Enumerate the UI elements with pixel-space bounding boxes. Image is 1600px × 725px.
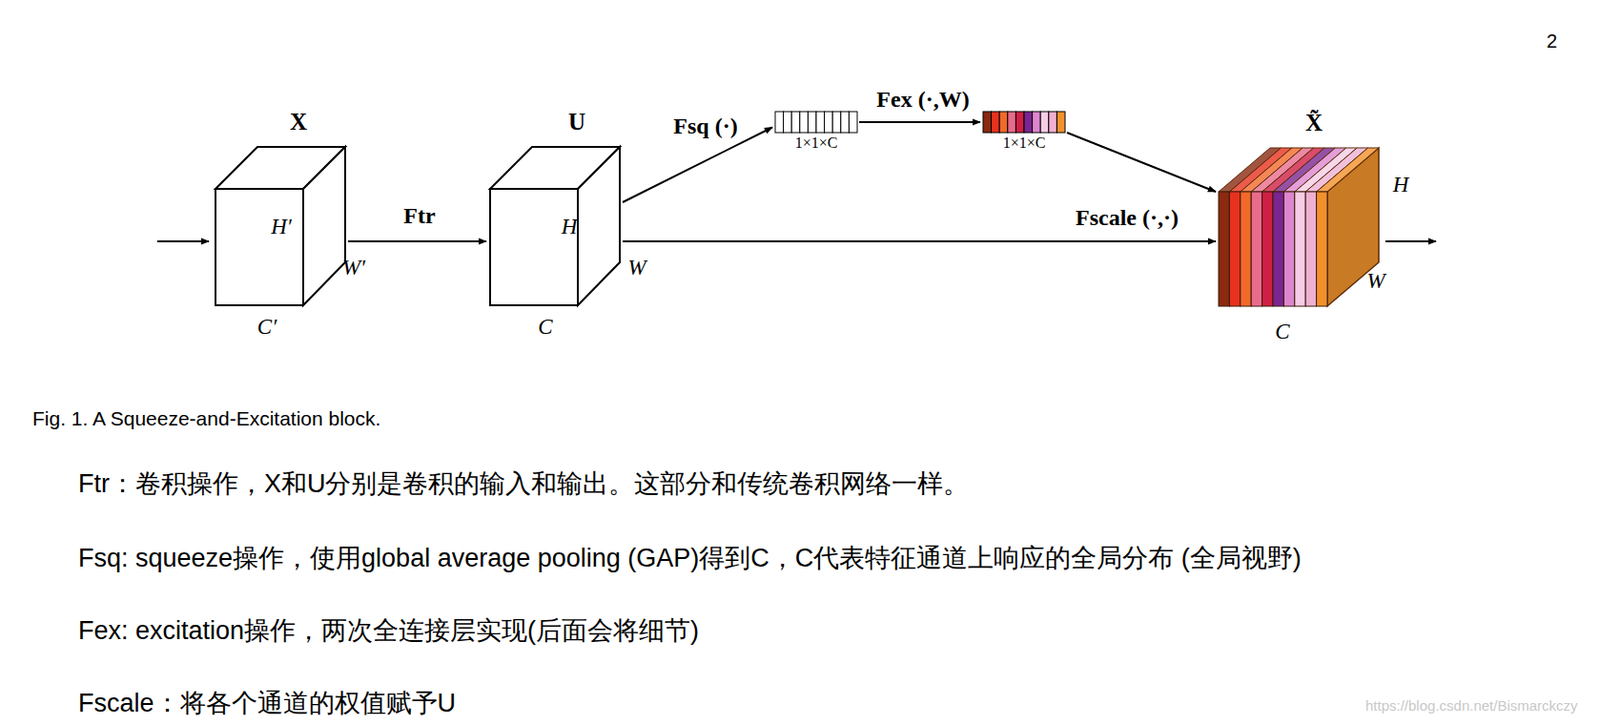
- cube-front-stripe: [1251, 191, 1262, 307]
- dimension-label: 1×1×C: [1003, 134, 1047, 152]
- cube-front-stripe: [1262, 191, 1273, 307]
- width-label: W′: [342, 255, 366, 281]
- watermark: https://blog.csdn.net/Bismarckczy: [1365, 697, 1579, 714]
- vector-cell: [1024, 111, 1033, 133]
- operation-label: Ftr: [400, 203, 438, 229]
- note-line: Ftr：卷积操作，X和U分别是卷积的输入和输出。这部分和传统卷积网络一样。: [78, 466, 970, 501]
- vector-cell: [841, 111, 850, 133]
- vector-cell: [999, 111, 1008, 133]
- input-arrow: [157, 240, 209, 243]
- node-shape: [775, 111, 858, 133]
- cube-front: [215, 188, 304, 306]
- cube-front-stripe: [1240, 191, 1252, 307]
- tensor-name: U: [568, 108, 586, 136]
- vector-cell: [1040, 111, 1049, 133]
- vector-cell: [1032, 111, 1042, 133]
- channel-label: C′: [257, 314, 277, 340]
- cube-front: [490, 188, 578, 306]
- cube-front-stripe: [1316, 191, 1328, 307]
- channel-vector: 1×1×C: [983, 111, 1066, 133]
- height-label: H: [1393, 172, 1410, 198]
- vector-cell: [1007, 111, 1017, 133]
- vector-cell: [1056, 111, 1066, 133]
- note-line: Fex: excitation操作，两次全连接层实现(后面会将细节): [78, 613, 699, 648]
- output-arrow: [1385, 240, 1436, 243]
- vector-cell: [816, 111, 825, 133]
- node-shape: [1218, 147, 1379, 307]
- feature-map-cube: UHWC: [489, 145, 621, 307]
- operation-label: Fex (·,W): [873, 86, 972, 113]
- channel-label: C: [537, 314, 553, 340]
- cube-side: [577, 146, 620, 306]
- feature-map-cube: X̃HWC: [1218, 147, 1379, 307]
- note-line: Fscale：将各个通道的权值赋予U: [78, 685, 456, 720]
- vector-cell: [1015, 111, 1025, 133]
- figure-caption: Fig. 1. A Squeeze-and-Excitation block.: [32, 407, 381, 431]
- vector-cell: [1048, 111, 1058, 133]
- channel-label: C: [1274, 319, 1290, 345]
- vector-cell: [783, 111, 793, 133]
- cube-front-stripe: [1272, 191, 1284, 307]
- cube-top-stripe: [1316, 147, 1379, 192]
- vector-cell: [991, 111, 1001, 133]
- vector-cell: [791, 111, 800, 133]
- node-shape: [489, 145, 621, 307]
- vector-cell: [983, 111, 992, 133]
- width-label: W: [627, 255, 646, 281]
- cube-front-stripe: [1283, 191, 1294, 307]
- vector-cell: [824, 111, 834, 133]
- note-line: Fsq: squeeze操作，使用global average pooling …: [78, 540, 1302, 575]
- vector-cell: [775, 111, 784, 133]
- connector-arrow: [348, 240, 487, 243]
- channel-vector: 1×1×C: [775, 111, 858, 133]
- operation-label: Fscale (·,·): [1072, 205, 1182, 231]
- connector-arrow: [859, 121, 981, 124]
- tensor-name: X: [289, 108, 308, 136]
- tensor-name: X̃: [1305, 109, 1323, 137]
- vector-cell: [848, 111, 858, 133]
- height-label: H′: [270, 214, 292, 240]
- cube-front-stripe: [1305, 191, 1316, 307]
- vector-cell: [807, 111, 817, 133]
- operation-label: Fsq (·): [670, 113, 740, 140]
- height-label: H: [561, 214, 578, 240]
- width-label: W: [1366, 268, 1385, 294]
- cube-front-stripe: [1294, 191, 1306, 307]
- page-number: 2: [1546, 30, 1558, 53]
- dimension-label: 1×1×C: [795, 134, 839, 152]
- connector-arrow: [622, 240, 1216, 243]
- connector-arrow: [1066, 132, 1216, 192]
- cube-front-stripe: [1218, 191, 1230, 307]
- node-shape: [983, 111, 1066, 133]
- vector-cell: [832, 111, 842, 133]
- feature-map-cube: XH′W′C′: [214, 145, 347, 307]
- cube-side: [303, 146, 346, 306]
- cube-top-stripe: [1305, 147, 1368, 192]
- cube-front-stripe: [1229, 191, 1240, 307]
- vector-cell: [800, 111, 809, 133]
